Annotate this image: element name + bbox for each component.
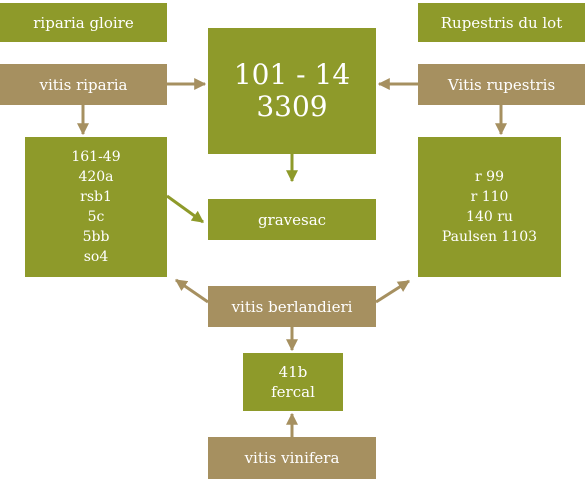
vitis-riparia-box: vitis riparia xyxy=(0,64,167,105)
rupestris-du-lot-label: Rupestris du lot xyxy=(440,13,563,32)
riparia-hybrid-item: 161-49 xyxy=(71,149,121,165)
riparia-hybrid-item: rsb1 xyxy=(80,189,112,205)
arrow-berlandieri-to-riparia-hybrids xyxy=(175,278,209,304)
gravesac-label: gravesac xyxy=(257,210,327,229)
berlandieri-vinifera-box: 41b fercal xyxy=(243,353,343,411)
riparia-hybrids-box: 161-49 420a rsb1 5c 5bb so4 xyxy=(25,137,167,277)
berlandieri-vinifera-item: fercal xyxy=(271,383,315,401)
vitis-vinifera-label: vitis vinifera xyxy=(244,449,340,467)
arrow-berlandieri-to-rupestris-hybrids xyxy=(375,279,411,304)
riparia-gloire-label: riparia gloire xyxy=(33,13,134,32)
rupestris-hybrid-item: r 99 xyxy=(475,169,504,185)
rupestris-hybrids-box: r 99 r 110 140 ru Paulsen 1103 xyxy=(418,137,561,277)
vitis-berlandieri-box: vitis berlandieri xyxy=(208,286,376,327)
rupestris-du-lot-box: Rupestris du lot xyxy=(418,3,585,42)
riparia-hybrid-item: 420a xyxy=(78,169,114,185)
rupestris-hybrid-item: 140 ru xyxy=(466,209,513,225)
vitis-berlandieri-label: vitis berlandieri xyxy=(231,297,353,316)
riparia-hybrid-item: 5bb xyxy=(82,229,110,245)
vitis-vinifera-box: vitis vinifera xyxy=(208,437,376,479)
gravesac-box: gravesac xyxy=(208,199,376,240)
center-hybrid-box: 101 - 14 3309 xyxy=(208,28,376,154)
center-line-1: 101 - 14 xyxy=(233,58,351,91)
vitis-rupestris-box: Vitis rupestris xyxy=(418,64,585,105)
riparia-hybrid-item: so4 xyxy=(83,249,109,265)
arrow-hybrids-to-gravesac xyxy=(166,194,204,224)
rupestris-hybrid-item: Paulsen 1103 xyxy=(441,229,538,245)
center-line-2: 3309 xyxy=(256,90,328,123)
vitis-rupestris-label: Vitis rupestris xyxy=(447,75,556,94)
berlandieri-vinifera-item: 41b xyxy=(278,363,308,381)
riparia-gloire-box: riparia gloire xyxy=(0,3,167,42)
rupestris-hybrid-item: r 110 xyxy=(470,189,509,205)
vitis-riparia-label: vitis riparia xyxy=(39,75,128,94)
riparia-hybrid-item: 5c xyxy=(87,209,105,225)
